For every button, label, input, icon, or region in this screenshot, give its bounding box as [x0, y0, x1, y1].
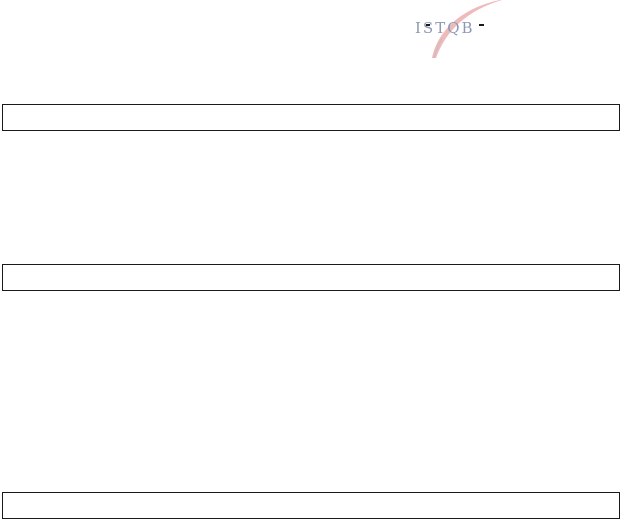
logo-dash-mark [479, 24, 484, 26]
logo-arc-icon [432, 0, 502, 59]
text-box-1[interactable] [2, 104, 620, 131]
logo-text: ISTQB [415, 19, 475, 37]
logo-dash-mark-2 [426, 24, 430, 26]
istqb-logo: ISTQB [412, 0, 502, 62]
text-box-2[interactable] [2, 264, 620, 291]
text-box-3[interactable] [2, 492, 620, 519]
